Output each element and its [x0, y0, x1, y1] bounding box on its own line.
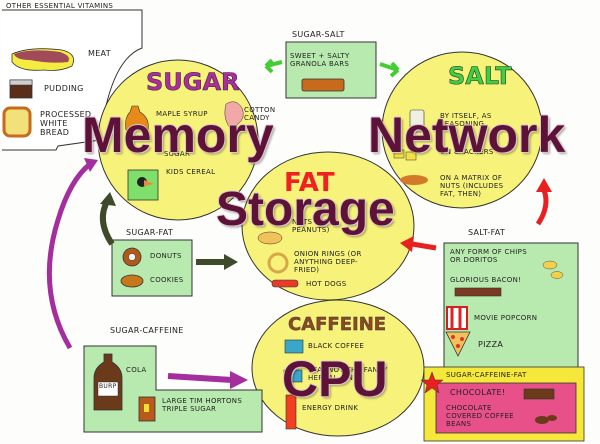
vitamin-item-meat: Meat — [88, 49, 111, 58]
sugar-caffeine-fat-title: Sugar-Caffeine-Fat — [446, 371, 527, 379]
star-icon — [420, 371, 444, 394]
sugar-caffeine-box — [83, 345, 263, 433]
sugar-fat-title: Sugar-Fat — [126, 228, 174, 237]
sugar-salt-item-granola: Sweet + salty granola bars — [290, 52, 350, 69]
black-coffee-icon — [284, 339, 304, 354]
popcorn-icon — [446, 306, 468, 330]
caffeine-title: CAFFEINE — [288, 314, 387, 335]
vitamin-item-bread: Processed white bread — [40, 110, 92, 138]
arrow-salt-fat-to-salt — [535, 189, 549, 226]
crackers-icon — [393, 149, 405, 159]
energy-drink-icon — [285, 394, 297, 430]
sugar-caffeine-item-coffee: Large Tim Hortons triple sugar — [162, 397, 243, 414]
sugar-caffeine-fat-item-coffee-beans: Chocolate covered coffee beans — [446, 404, 514, 429]
fat-title: FAT — [284, 168, 335, 198]
peanuts-icon — [257, 231, 283, 245]
arrow-sugar-salt-to-sugar — [264, 58, 283, 74]
salt-circle — [381, 51, 543, 209]
fat-item-hot-dogs: Hot dogs — [306, 280, 347, 288]
chocolate-bar-icon — [523, 388, 555, 400]
arrow-salt-fat-to-fat — [411, 241, 437, 251]
sugar-item-sugar: Sugar — [164, 150, 191, 158]
overlay-storage: Storage — [216, 183, 395, 236]
arrow-sugar-salt-to-salt — [379, 61, 400, 78]
bread-icon — [2, 106, 32, 138]
sugar-fat-item-cookies: Cookies — [150, 276, 184, 284]
maple-syrup-icon — [125, 105, 149, 131]
sugar-item-kids-cereal: Kids cereal — [166, 168, 216, 176]
caffeine-item-black-coffee: Black coffee — [308, 342, 365, 350]
caffeine-item-tea: Tea (not the fancy herbal kind) — [308, 366, 388, 383]
salt-shaker-icon — [409, 109, 425, 133]
cotton-candy-icon — [224, 101, 244, 131]
sugar-caffeine-item-cola: Cola — [126, 366, 147, 374]
arrow-sugar-caffeine-to-caffeine — [167, 373, 233, 383]
overlay-memory: Memory — [82, 107, 274, 163]
sugar-salt-title: Sugar-Salt — [292, 30, 345, 39]
salt-fat-item-bacon: Glorious bacon! — [450, 276, 522, 284]
fat-item-onion-rings: Onion rings (or anything deep-fried) — [294, 250, 362, 275]
arrow-sugar-caffeine-to-sugar — [46, 162, 92, 350]
overlay-network: Network — [368, 107, 566, 163]
vitamins-box-title: Other essential vitamins — [6, 2, 114, 10]
salt-item-crackers: On crackers — [440, 148, 494, 156]
sugar-item-maple-syrup: Maple syrup — [156, 110, 208, 118]
nuts-icon — [400, 175, 428, 185]
salt-fat-item-chips: Any form of chips or Doritos — [450, 248, 527, 265]
salt-title: SALT — [448, 62, 512, 91]
sugar-title: SUGAR — [146, 68, 240, 97]
salt-item-seasoning: By itself, as seasoning — [440, 112, 492, 129]
sugar-item-cotton-candy: Cotton candy — [244, 106, 276, 123]
salt-fat-title: Salt-Fat — [468, 228, 506, 237]
cola-bottle-label: BURP — [99, 383, 117, 390]
coffee-beans-icon — [535, 416, 549, 424]
salt-fat-item-pizza: Pizza — [478, 340, 504, 349]
tea-icon — [283, 369, 303, 383]
overlay-cpu: CPU — [282, 351, 388, 407]
fat-item-nuts: Nuts (not peanuts) — [292, 218, 334, 235]
caffeine-item-energy-drink: Energy drink — [302, 404, 359, 412]
chips-icon — [542, 260, 558, 270]
sugar-caffeine-fat-item-chocolate: Chocolate! — [450, 388, 506, 397]
arrow-sugar-fat-to-sugar — [99, 198, 115, 246]
sugar-fat-box — [111, 239, 193, 297]
granola-bar-icon — [301, 78, 345, 92]
bacon-icon — [454, 287, 502, 297]
sugar-caffeine-title: Sugar-Caffeine — [110, 326, 184, 335]
salt-fat-item-popcorn: Movie popcorn — [474, 314, 538, 322]
salt-item-nuts: On a matrix of nuts (includes fat, then) — [440, 174, 504, 199]
cookie-icon — [120, 274, 144, 288]
vitamin-item-pudding: Pudding — [44, 84, 84, 93]
onion-ring-icon — [267, 252, 289, 274]
sugar-fat-item-donuts: Donuts — [150, 252, 182, 260]
hot-dog-icon — [271, 279, 299, 288]
